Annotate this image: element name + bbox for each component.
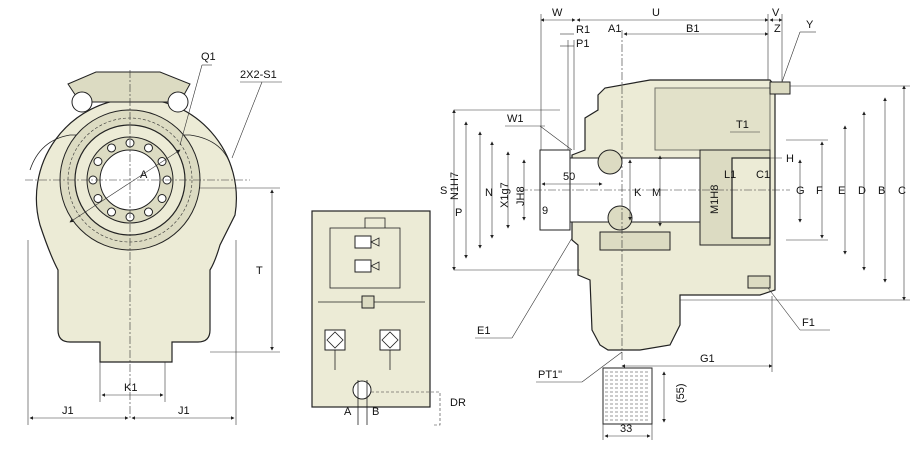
- right-port-hole: [167, 91, 189, 113]
- front-view: A Q1 2X2-S1 T K1 J1 J1: [25, 51, 282, 425]
- bolt-hole: [93, 194, 103, 203]
- side-view: W U V R1 A1 B1 Z P1 Y W1 T1 H S P: [440, 7, 910, 440]
- label-f: F: [816, 185, 823, 197]
- label-p1: P1: [576, 38, 589, 50]
- label-w: W: [552, 7, 563, 19]
- label-g: G: [796, 185, 805, 197]
- label-g1: G1: [700, 353, 715, 365]
- relief-valve-upper: [354, 235, 372, 249]
- label-w1: W1: [507, 113, 524, 125]
- bolt-hole: [93, 157, 103, 166]
- drain-line: [371, 391, 441, 426]
- lower-rib: [599, 231, 671, 251]
- label-j1-right: J1: [178, 405, 190, 417]
- label-n1h7: N1H7: [449, 172, 461, 200]
- label-y: Y: [806, 19, 814, 31]
- pcd-circle: [67, 117, 193, 243]
- label-b: B: [878, 185, 885, 197]
- label-port-a: A: [344, 406, 352, 418]
- bolt-hole: [157, 194, 167, 203]
- bolt-hole: [107, 207, 116, 217]
- label-c: C: [898, 185, 906, 197]
- rear-cylinder: [654, 87, 771, 151]
- port-circle-lower: [607, 205, 633, 231]
- label-33: 33: [620, 423, 632, 435]
- label-l1: L1: [724, 169, 736, 181]
- label-x1g7: X1g7: [499, 182, 511, 208]
- left-port-hole: [71, 91, 93, 113]
- label-port-b: B: [372, 406, 379, 418]
- label-t: T: [256, 265, 263, 277]
- piston-symbol: [361, 295, 375, 309]
- check-valve-left: [324, 329, 346, 351]
- check-valve-left-inner: [326, 331, 344, 349]
- bolt-hole: [144, 143, 153, 153]
- label-m: M: [652, 187, 661, 199]
- label-z: Z: [774, 23, 781, 35]
- bolt-hole: [107, 143, 116, 153]
- label-a1: A1: [608, 23, 621, 35]
- label-r1: R1: [576, 24, 590, 36]
- f1-nipple: [747, 275, 771, 289]
- label-jh8: JH8: [515, 186, 527, 206]
- label-j1-left: J1: [62, 405, 74, 417]
- bolt-hole: [144, 207, 153, 217]
- leader-e1: [511, 237, 573, 339]
- label-e1: E1: [477, 325, 490, 337]
- label-9: 9: [542, 205, 548, 217]
- leader-q1: [179, 64, 203, 146]
- drain-fitting: [602, 367, 653, 425]
- y-nipple: [769, 81, 791, 95]
- label-c1: C1: [756, 169, 770, 181]
- relief-valve-lower: [354, 259, 372, 273]
- piston-head: [731, 157, 771, 239]
- label-dr: DR: [450, 397, 466, 409]
- label-s1: 2X2-S1: [240, 69, 277, 81]
- label-k1: K1: [124, 382, 137, 394]
- leader-f1: [767, 287, 801, 331]
- port-circle-upper: [597, 149, 623, 175]
- check-valve-right-inner: [381, 331, 399, 349]
- spring-symbols: [370, 237, 380, 271]
- rotary-joint-symbol: [352, 380, 372, 400]
- label-u: U: [652, 7, 660, 19]
- dim-line-a: [69, 149, 181, 223]
- label-f1: F1: [802, 317, 815, 329]
- leader-w1: [539, 125, 573, 151]
- label-m1h8: M1H8: [709, 185, 721, 214]
- label-s: S: [440, 185, 447, 197]
- label-b1: B1: [686, 23, 699, 35]
- leader-y: [781, 31, 801, 83]
- label-d: D: [858, 185, 866, 197]
- label-t1: T1: [736, 119, 749, 131]
- label-n: N: [485, 187, 493, 199]
- hydraulic-schematic: A B DR: [311, 210, 466, 426]
- leader-pt1: [581, 351, 623, 383]
- label-q1: Q1: [201, 51, 216, 63]
- leader-s1: [231, 81, 263, 159]
- valve-top-line: [364, 217, 386, 228]
- label-a: A: [140, 169, 148, 181]
- label-p: P: [455, 207, 462, 219]
- label-55: (55): [675, 383, 687, 403]
- label-e: E: [838, 185, 845, 197]
- label-v: V: [772, 7, 780, 19]
- label-h: H: [786, 153, 794, 165]
- check-valve-right: [379, 329, 401, 351]
- label-pt1: PT1": [538, 369, 562, 381]
- label-50: 50: [563, 171, 575, 183]
- label-k: K: [634, 187, 642, 199]
